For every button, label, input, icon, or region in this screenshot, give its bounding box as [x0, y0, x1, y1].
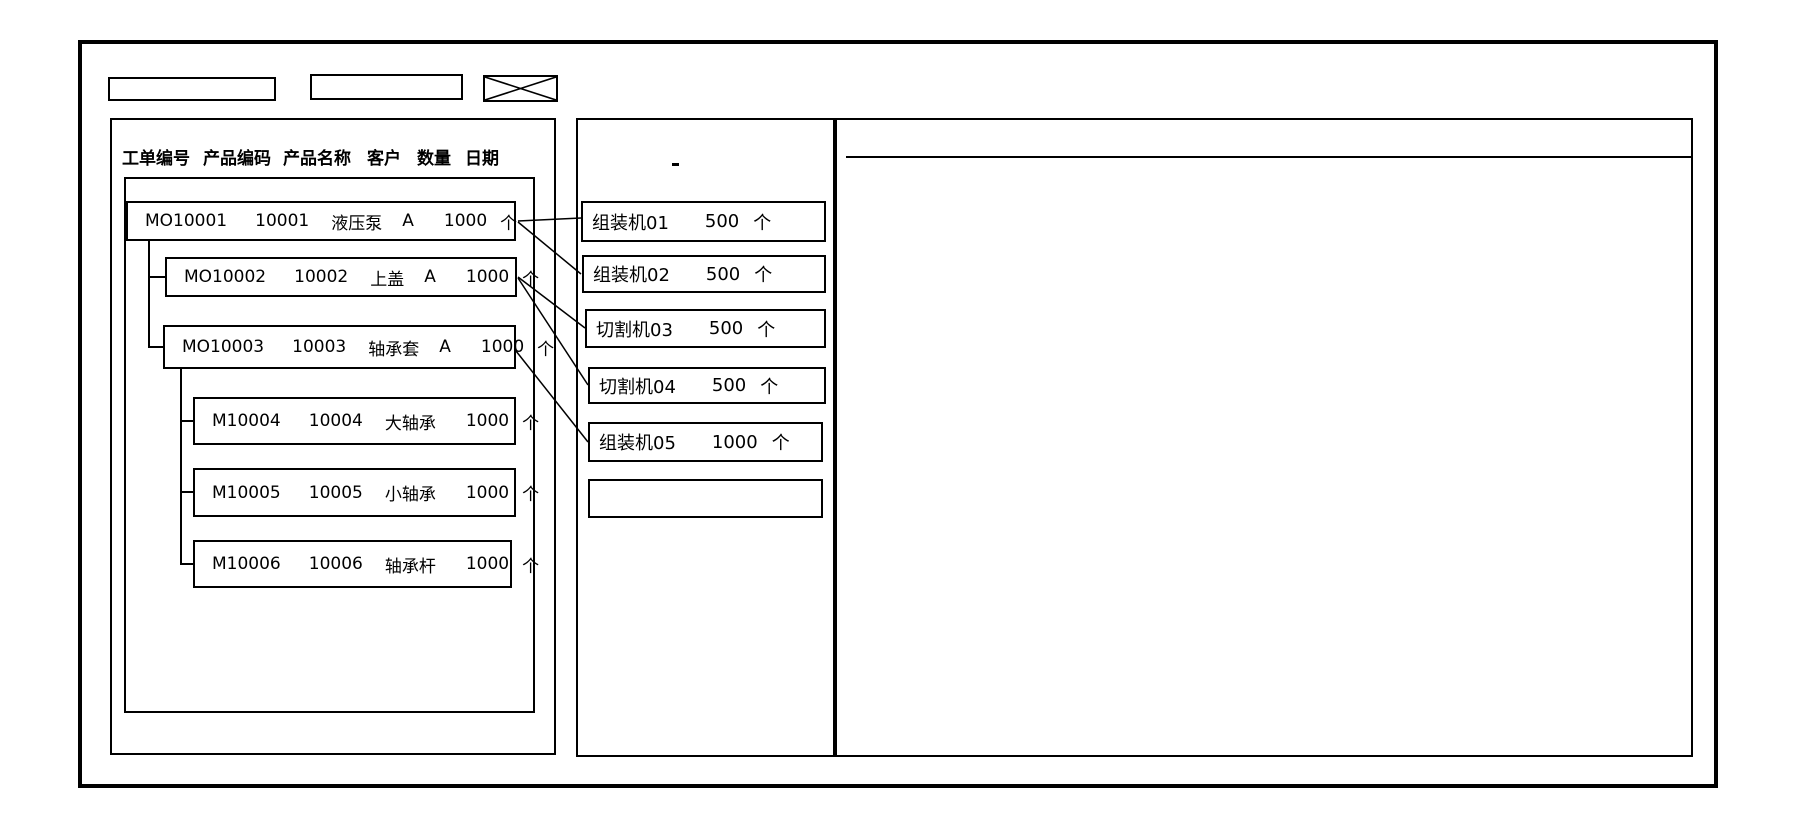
- quantity: 1000: [465, 267, 510, 287]
- product-name: 大轴承: [384, 413, 436, 434]
- order-no: MO10003: [182, 337, 265, 357]
- customer: A: [402, 211, 414, 231]
- machine-name: 切割机04: [599, 376, 676, 398]
- product-name: 液压泵: [331, 213, 383, 234]
- tree-branch-line: [180, 563, 193, 565]
- tree-node-M10004[interactable]: M10004 10004 大轴承 1000 个: [193, 397, 539, 445]
- unit: 个: [522, 413, 540, 434]
- machine-name: 切割机03: [596, 319, 673, 341]
- machine-box-empty[interactable]: [588, 479, 823, 518]
- tree-branch-line: [148, 241, 150, 348]
- machine-qty: 1000: [711, 431, 758, 453]
- schedule-panel-header-divider: [846, 156, 1693, 158]
- schedule-panel: [835, 118, 1693, 757]
- product-name: 上盖: [370, 269, 405, 290]
- tree-node-M10006[interactable]: M10006 10006 轴承杆 1000 个: [193, 540, 539, 588]
- quantity: 1000: [480, 337, 525, 357]
- tree-node-MO10001[interactable]: MO10001 10001 液压泵 A 1000 个: [126, 201, 518, 241]
- order-no: M10004: [212, 411, 281, 431]
- column-header-product-code: 产品编码: [203, 149, 271, 169]
- column-header-product-name: 产品名称: [283, 149, 351, 169]
- tree-branch-line: [180, 369, 182, 565]
- machine-qty: 500: [708, 318, 744, 339]
- column-header-qty: 数量: [417, 149, 451, 169]
- machine-unit: 个: [757, 319, 776, 341]
- product-code: 10004: [308, 411, 363, 431]
- tree-branch-line: [180, 420, 193, 422]
- unit: 个: [522, 556, 540, 577]
- image-placeholder: [483, 75, 558, 102]
- tree-branch-line: [148, 276, 165, 278]
- image-placeholder-x-icon: [485, 77, 556, 100]
- tree-branch-line: [148, 346, 163, 348]
- column-header-date: 日期: [465, 149, 499, 169]
- unit: 个: [500, 213, 518, 234]
- customer: A: [439, 337, 451, 357]
- machine-unit: 个: [771, 433, 790, 454]
- machine-box-qiegeji03[interactable]: 切割机03 500 个: [585, 309, 826, 348]
- customer: A: [424, 267, 436, 287]
- column-header-order-no: 工单编号: [122, 149, 190, 169]
- product-name: 轴承杆: [384, 556, 436, 577]
- machine-unit: 个: [753, 212, 772, 234]
- tree-node-M10005[interactable]: M10005 10005 小轴承 1000 个: [193, 468, 539, 517]
- order-no: M10005: [212, 482, 281, 503]
- unit: 个: [522, 269, 540, 290]
- machine-box-qiegeji04[interactable]: 切割机04 500 个: [588, 367, 826, 404]
- order-no: MO10001: [145, 211, 228, 231]
- product-code: 10003: [292, 337, 347, 357]
- machine-unit: 个: [760, 376, 779, 398]
- quantity: 1000: [443, 211, 488, 231]
- product-code: 10006: [308, 554, 363, 574]
- machine-name: 组装机05: [599, 433, 676, 454]
- tree-branch-line: [180, 491, 193, 493]
- product-name: 小轴承: [384, 485, 436, 505]
- quantity: 1000: [465, 554, 510, 574]
- tree-node-MO10002[interactable]: MO10002 10002 上盖 A 1000 个: [165, 257, 539, 297]
- unit: 个: [537, 339, 555, 360]
- machine-qty: 500: [705, 263, 741, 285]
- machine-name: 组装机02: [593, 265, 670, 286]
- product-code: 10002: [294, 267, 349, 287]
- machine-name: 组装机01: [592, 212, 669, 234]
- machine-unit: 个: [754, 265, 773, 286]
- quantity: 1000: [465, 411, 510, 431]
- toolbar-field-2[interactable]: [310, 74, 463, 100]
- unit: 个: [522, 485, 540, 505]
- machine-qty: 500: [711, 375, 747, 396]
- machine-box-zuzhuangji01[interactable]: 组装机01 500 个: [581, 201, 826, 242]
- toolbar-field-1[interactable]: [108, 77, 276, 101]
- machine-box-zuzhuangji05[interactable]: 组装机05 1000 个: [588, 422, 823, 462]
- order-no: MO10002: [184, 267, 267, 287]
- stray-mark: [672, 163, 679, 166]
- product-code: 10001: [255, 211, 310, 231]
- quantity: 1000: [465, 482, 510, 503]
- column-header-customer: 客户: [367, 149, 401, 169]
- machine-box-zuzhuangji02[interactable]: 组装机02 500 个: [582, 255, 826, 293]
- product-name: 轴承套: [368, 339, 420, 360]
- product-code: 10005: [308, 482, 363, 503]
- order-no: M10006: [212, 554, 281, 574]
- tree-node-MO10003[interactable]: MO10003 10003 轴承套 A 1000 个: [163, 325, 554, 369]
- machine-qty: 500: [704, 211, 740, 232]
